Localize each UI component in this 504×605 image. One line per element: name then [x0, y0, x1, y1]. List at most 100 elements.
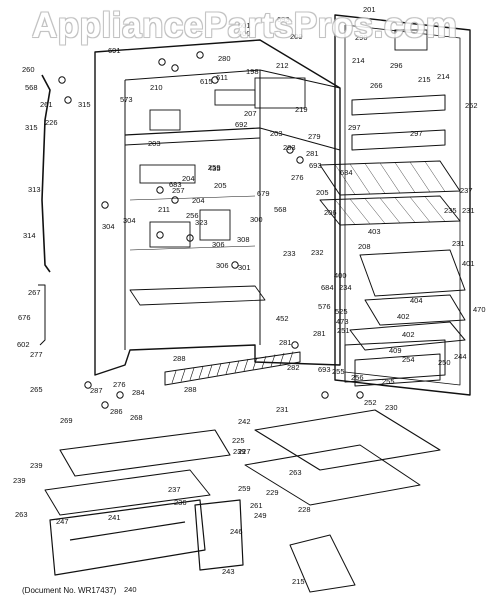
meat-pan: [354, 353, 441, 387]
part-number-label: 205: [316, 188, 329, 197]
part-number-label: 242: [238, 417, 251, 426]
grille-slot: [243, 358, 249, 372]
part-number-label: 679: [257, 189, 270, 198]
part-number-label: 401: [462, 259, 475, 268]
part-number-label: 247: [56, 517, 69, 526]
part-number-label: 301: [238, 263, 251, 272]
part-number-label: 234: [339, 283, 352, 292]
part-number-label: 402: [402, 330, 415, 339]
part-number-label: 323: [195, 218, 208, 227]
part-number-label: 231: [276, 405, 289, 414]
part-number-label: 576: [318, 302, 331, 311]
fastener: [291, 341, 299, 349]
part-number-label: 214: [352, 56, 365, 65]
part-number-label: 231: [452, 239, 465, 248]
wire-shelf-upper: [319, 160, 461, 196]
cabinet-inner-edge: [124, 69, 261, 345]
part-number-label: 263: [15, 510, 28, 519]
part-number-label: 314: [23, 231, 36, 240]
part-number-label: 306: [216, 261, 229, 270]
grille-slot: [279, 352, 285, 366]
grille-slot: [270, 354, 276, 367]
fastener: [171, 64, 179, 72]
part-number-label: 215: [292, 577, 305, 586]
grille-slot: [288, 351, 294, 364]
part-number-label: 259: [238, 484, 251, 493]
part-number-label: 409: [389, 346, 402, 355]
part-number-label: 255: [382, 377, 395, 386]
part-number-label: 252: [364, 398, 377, 407]
rear-wall-line: [129, 195, 256, 201]
part-number-label: 237: [168, 485, 181, 494]
part-number-label: 297: [348, 123, 361, 132]
part-number-label: 268: [130, 413, 143, 422]
fastener: [356, 391, 364, 399]
fastener: [231, 261, 239, 269]
part-number-label: 281: [279, 338, 292, 347]
freezer-frame: [44, 469, 211, 516]
part-number-label: 304: [123, 216, 136, 225]
part-number-label: 692: [235, 120, 248, 129]
wire-shelf-lower-wire: [379, 197, 401, 224]
part-number-label: 262: [465, 101, 478, 110]
part-number-label: 229: [266, 488, 279, 497]
part-number-label: 265: [30, 385, 43, 394]
wire-shelf-lower-wire: [364, 198, 386, 224]
freezer-glass-shelf: [59, 429, 231, 477]
part-number-label: 313: [28, 185, 41, 194]
part-number-label: 693: [318, 365, 331, 374]
part-number-label: 525: [335, 307, 348, 316]
part-number-label: 615: [200, 77, 213, 86]
part-number-label: 315: [25, 123, 38, 132]
fastener: [101, 201, 109, 209]
part-number-label: 282: [287, 363, 300, 372]
glass-shelf-lower: [254, 409, 441, 471]
fastener: [171, 196, 179, 204]
fresh-food-door-outer: [334, 14, 471, 396]
pan-handle: [69, 521, 186, 541]
part-number-label: 683: [169, 180, 182, 189]
fastener: [156, 186, 164, 194]
fastener: [58, 76, 66, 84]
part-number-label: 568: [25, 83, 38, 92]
part-number-label: 286: [110, 407, 123, 416]
shelf-frame: [364, 294, 466, 326]
part-number-label: 473: [336, 317, 349, 326]
fastener: [158, 58, 166, 66]
part-number-label: 297: [410, 129, 423, 138]
part-number-label: 227: [238, 447, 251, 456]
part-number-label: 250: [438, 358, 451, 367]
wiring-channel: [38, 284, 46, 346]
part-number-label: 573: [120, 95, 133, 104]
wire-shelf-lower-wire: [394, 197, 416, 223]
part-number-label: 201: [363, 5, 376, 14]
divider-front-edge: [124, 127, 261, 136]
wire-shelf-lower-wire: [334, 199, 356, 225]
part-number-label: 259: [208, 163, 221, 172]
part-number-label: 281: [313, 329, 326, 338]
part-number-label: 277: [30, 350, 43, 359]
part-number-label: 266: [370, 81, 383, 90]
part-number-label: 232: [311, 248, 324, 257]
part-number-label: 256: [351, 373, 364, 382]
part-number-label: 400: [238, 29, 251, 38]
toe-grille: [164, 351, 301, 386]
part-number-label: 280: [218, 54, 231, 63]
glass-shelf: [359, 249, 466, 297]
divider-side: [259, 127, 341, 151]
part-number-label: 237: [460, 186, 473, 195]
part-number-label: 204: [182, 174, 195, 183]
part-number-label: 261: [40, 100, 53, 109]
part-number-label: 235: [444, 206, 457, 215]
part-number-label: 601: [238, 21, 251, 30]
part-number-label: 261: [250, 501, 263, 510]
crisper-drawer-front: [344, 339, 446, 383]
part-number-label: 243: [222, 567, 235, 576]
wire-shelf-lower-wire: [349, 198, 371, 225]
part-number-label: 226: [45, 118, 58, 127]
part-number-label: 279: [308, 132, 321, 141]
door-shelf-lower: [351, 129, 446, 151]
part-number-label: 210: [150, 83, 163, 92]
light-socket-assembly: [149, 221, 191, 248]
